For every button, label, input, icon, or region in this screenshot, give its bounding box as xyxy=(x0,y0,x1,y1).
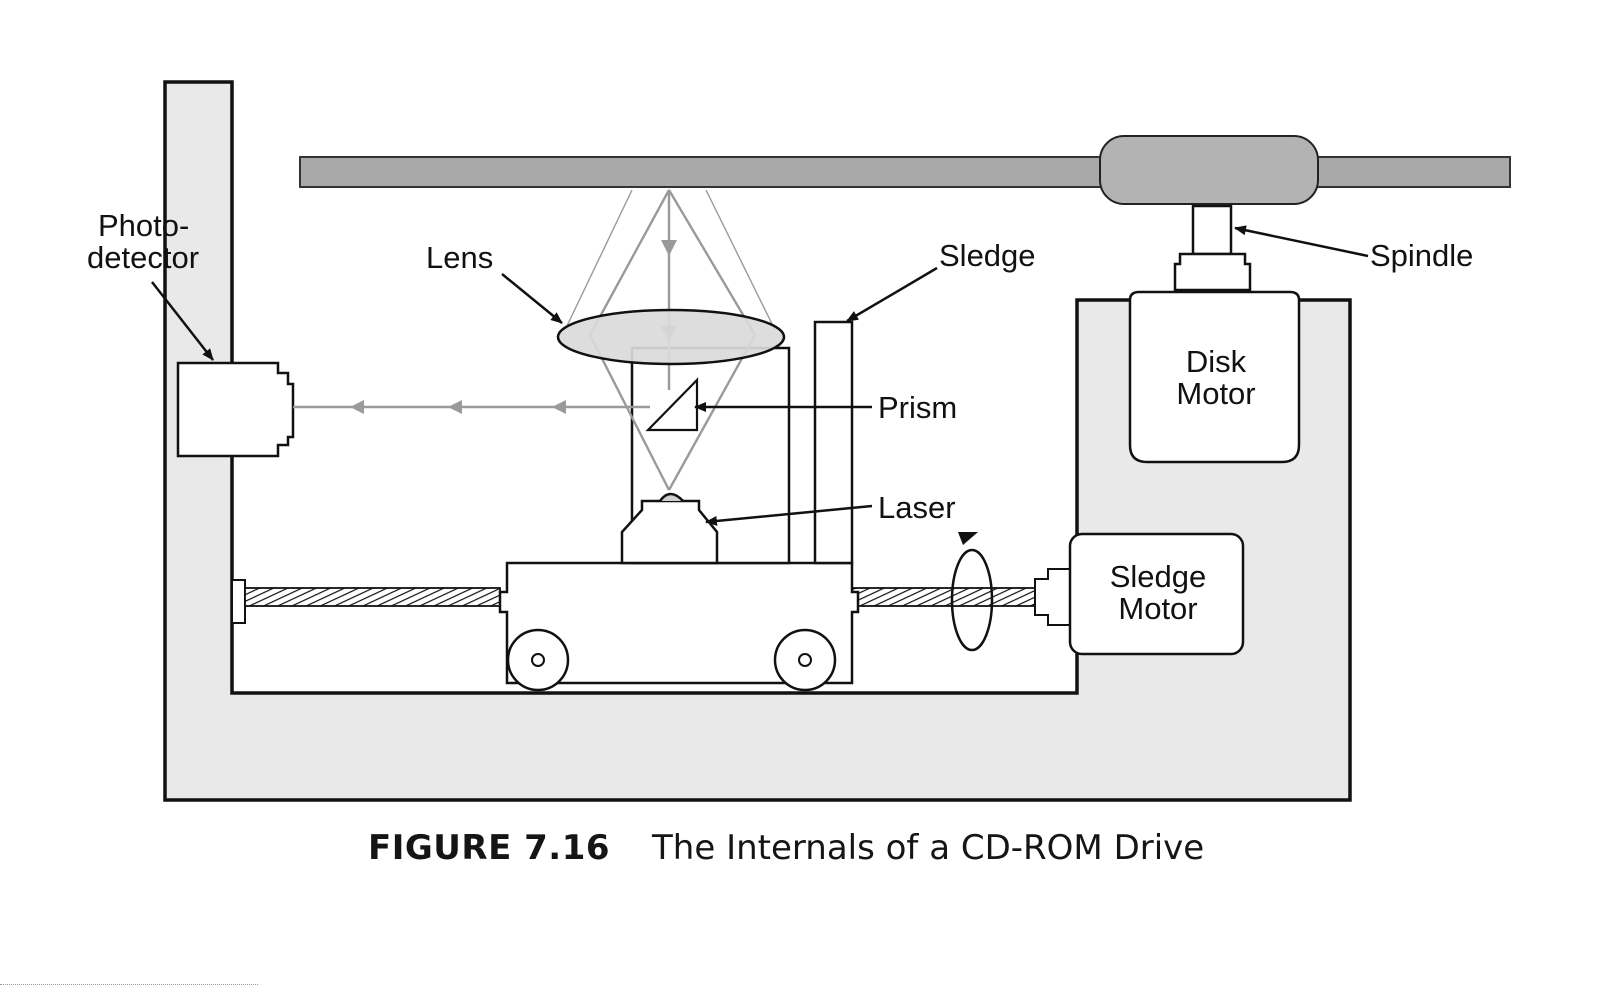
drive-housing xyxy=(163,80,1352,802)
sledge-wheel-right xyxy=(773,628,837,692)
photodetector-leader xyxy=(151,281,214,361)
lens xyxy=(556,308,786,366)
prism-label: Prism xyxy=(878,390,957,425)
spindle-leader xyxy=(1234,225,1369,258)
screw-end-cap xyxy=(231,579,246,624)
disk-motor xyxy=(1128,290,1301,464)
disk-motor-label-line2: Motor xyxy=(1176,376,1255,411)
sledge-label: Sledge xyxy=(939,238,1036,273)
sledge-motor-label-line2: Motor xyxy=(1118,591,1197,626)
spindle-label: Spindle xyxy=(1370,238,1473,273)
photodetector-label-line1: Photo- xyxy=(98,208,189,243)
lead-screw-right xyxy=(851,587,1036,607)
photodetector-label-line2: detector xyxy=(87,240,199,275)
figure-title: The Internals of a CD-ROM Drive xyxy=(652,828,1205,868)
sledge-motor-coupling xyxy=(1034,568,1071,626)
rotation-indicator xyxy=(950,532,994,652)
sledge-motor xyxy=(1068,532,1245,656)
lens-leader xyxy=(501,273,563,324)
figure-number: FIGURE 7.16 xyxy=(368,828,611,868)
figure-caption: FIGURE 7.16 The Internals of a CD-ROM Dri… xyxy=(368,828,1204,868)
lens-label: Lens xyxy=(426,240,493,275)
sledge-assembly xyxy=(498,320,860,685)
laser-label: Laser xyxy=(878,490,956,525)
disk-motor-label-line1: Disk xyxy=(1186,344,1247,379)
compact-disc xyxy=(299,156,1511,188)
lead-screw-left xyxy=(244,587,501,607)
sledge-leader xyxy=(846,266,938,323)
photodetector xyxy=(176,361,295,458)
sledge-wheel-left xyxy=(506,628,570,692)
leader-arrows xyxy=(151,225,1369,526)
spindle-hub xyxy=(1099,135,1319,205)
footer-rule xyxy=(0,984,258,985)
sledge-motor-label-line1: Sledge xyxy=(1110,559,1207,594)
spindle xyxy=(1173,204,1252,292)
laser-leader xyxy=(705,504,873,526)
